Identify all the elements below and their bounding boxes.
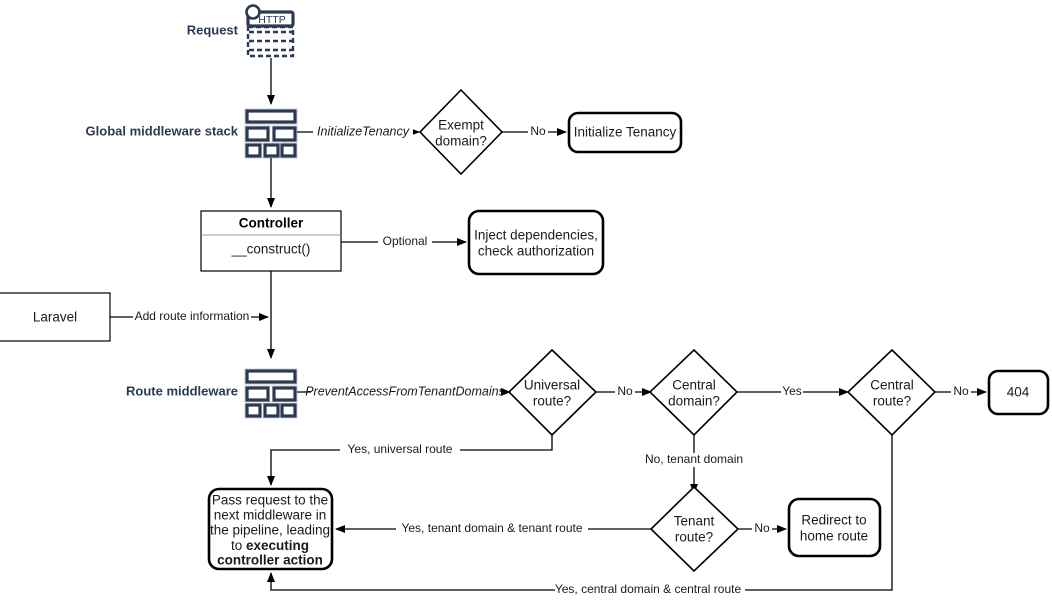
node-redirect-line1: Redirect to: [801, 513, 866, 528]
node-redirect-home-route: Redirect to home route: [787, 497, 882, 558]
edge-label-yes-central-domain-central-route: Yes, central domain & central route: [555, 582, 742, 596]
edge-label-central-route-no: No: [953, 384, 969, 398]
edge-label-optional: Optional: [383, 234, 428, 248]
label-route-middleware: Route middleware: [126, 383, 238, 398]
edge-label-initialize-tenancy: InitializeTenancy: [317, 124, 410, 138]
decision-exempt-domain-line1: Exempt: [438, 118, 484, 133]
decision-exempt-domain: Exempt domain?: [418, 88, 504, 176]
decision-central-route-line2: route?: [873, 394, 911, 409]
edge-label-universal-no: No: [617, 384, 633, 398]
edge-label-add-route-information: Add route information: [135, 309, 250, 323]
decision-universal-route-line1: Universal: [524, 378, 580, 393]
decision-universal-route-line2: route?: [533, 394, 571, 409]
node-pass-request-line2: next middleware in: [214, 508, 327, 523]
node-controller-method: __construct(): [231, 242, 311, 257]
node-inject-dependencies-line2: check authorization: [478, 244, 594, 259]
node-pass-request-line4: to executing: [231, 538, 309, 553]
decision-tenant-route: Tenant route?: [649, 485, 740, 573]
node-laravel-label: Laravel: [33, 310, 77, 325]
label-global-middleware-stack: Global middleware stack: [86, 123, 239, 138]
decision-exempt-domain-line2: domain?: [435, 134, 487, 149]
http-icon-label: HTTP: [258, 14, 285, 26]
edge-label-yes-tenant-domain-tenant-route: Yes, tenant domain & tenant route: [401, 521, 582, 535]
node-pass-request-line3: the pipeline, leading: [210, 523, 330, 538]
decision-central-domain: Central domain?: [648, 348, 739, 437]
edge-label-yes-universal-route: Yes, universal route: [348, 442, 453, 456]
decision-central-domain-line1: Central: [672, 378, 716, 393]
node-initialize-tenancy: Initialize Tenancy: [567, 111, 683, 154]
edge-label-central-domain-yes: Yes: [782, 384, 802, 398]
node-404-label: 404: [1007, 385, 1030, 400]
node-laravel: Laravel: [0, 292, 111, 342]
node-404: 404: [987, 369, 1050, 416]
node-controller: Controller __construct(): [200, 210, 342, 272]
node-pass-request: Pass request to the next middleware in t…: [207, 487, 334, 571]
edge-label-no-tenant-domain: No, tenant domain: [645, 452, 743, 466]
node-pass-request-line4-normal: to: [231, 538, 246, 553]
label-request: Request: [187, 22, 239, 37]
edge-label-tenant-route-no: No: [754, 521, 770, 535]
global-middleware-stack-icon: [244, 108, 298, 159]
node-inject-dependencies: Inject dependencies, check authorization: [467, 209, 605, 276]
http-request-icon: HTTP: [245, 4, 295, 58]
edge-label-exempt-no: No: [530, 124, 546, 138]
node-redirect-line2: home route: [800, 529, 868, 544]
decision-tenant-route-line2: route?: [675, 530, 713, 545]
decision-universal-route: Universal route?: [507, 348, 598, 437]
decision-central-route: Central route?: [846, 348, 937, 437]
decision-central-domain-line2: domain?: [668, 394, 720, 409]
route-middleware-stack-icon: [244, 368, 298, 419]
node-initialize-tenancy-label: Initialize Tenancy: [574, 125, 677, 140]
decision-central-route-line1: Central: [870, 378, 914, 393]
node-pass-request-line1: Pass request to the: [212, 493, 328, 508]
node-pass-request-line4-bold: executing: [246, 538, 309, 553]
node-pass-request-line5: controller action: [217, 553, 323, 568]
edge-label-prevent-access: PreventAccessFromTenantDomains: [305, 384, 505, 398]
node-inject-dependencies-line1: Inject dependencies,: [474, 228, 598, 243]
decision-tenant-route-line1: Tenant: [674, 514, 715, 529]
node-controller-header: Controller: [239, 216, 304, 231]
